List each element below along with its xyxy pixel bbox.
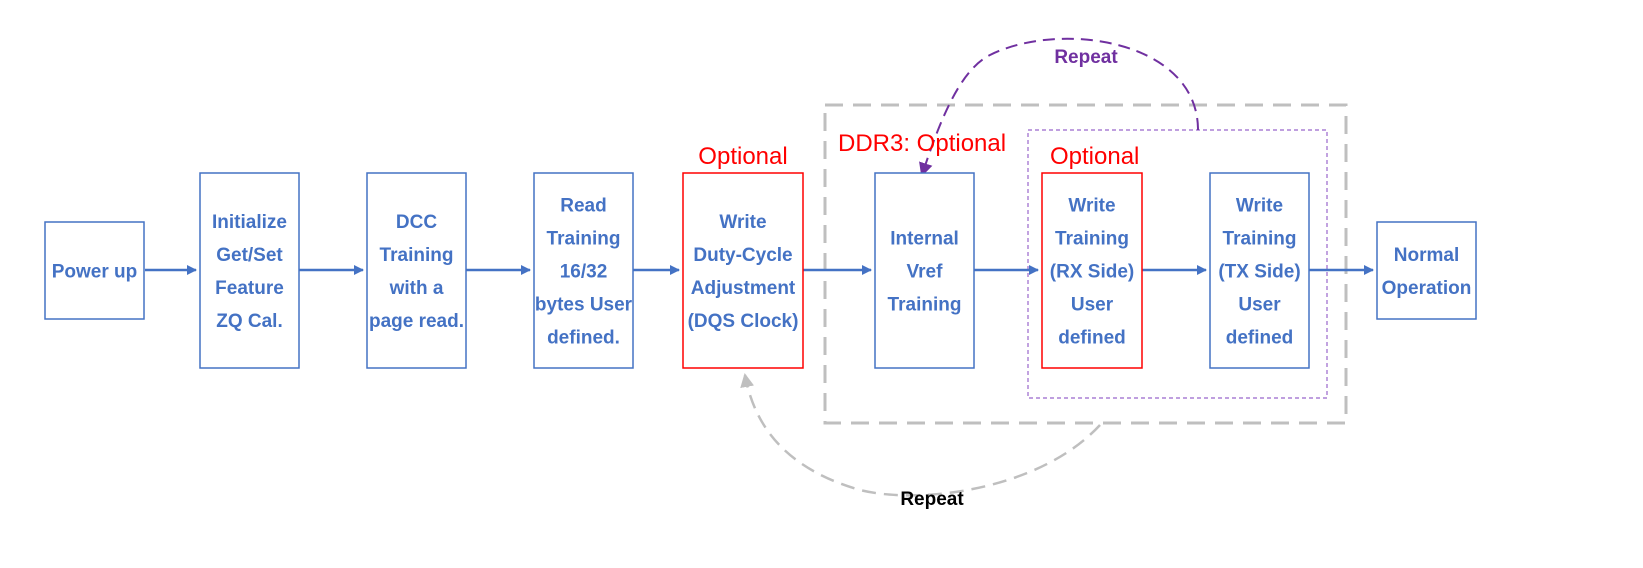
repeat-label-top: Repeat (1054, 47, 1118, 68)
box-line: User (1238, 295, 1281, 316)
box-line: Initialize (212, 212, 287, 233)
box-power-up-text: Power up (52, 262, 138, 283)
ddr3-optional-label: DDR3: Optional (838, 130, 1006, 157)
box-power-up: Power up (44, 221, 145, 320)
box-line: Training (888, 295, 962, 316)
box-line: Power up (52, 262, 138, 283)
box-line: Read (560, 196, 606, 217)
box-line: Normal (1394, 245, 1459, 266)
box-line: defined. (547, 328, 620, 349)
box-line: (DQS Clock) (688, 311, 799, 332)
box-line: defined (1058, 328, 1126, 349)
box-line: Training (1055, 229, 1129, 250)
box-line: ZQ Cal. (216, 311, 283, 332)
box-dcc-training-text: DCC Training with a page read. (369, 212, 464, 332)
box-line: page read. (369, 311, 464, 332)
box-line: (RX Side) (1050, 262, 1134, 283)
optional-label-rx: Optional (1050, 143, 1139, 170)
box-line: 16/32 (560, 262, 608, 283)
box-line: with a (389, 278, 444, 299)
optional-label-duty-cycle: Optional (698, 143, 787, 170)
box-line: (TX Side) (1218, 262, 1300, 283)
box-line: Adjustment (691, 278, 796, 299)
box-line: User (1071, 295, 1114, 316)
box-line: Duty-Cycle (693, 245, 792, 266)
repeat-loop-top-arrow (919, 37, 1199, 177)
ddr3-optional-group (823, 103, 1348, 425)
box-line: defined (1226, 328, 1294, 349)
box-line: bytes User (535, 295, 633, 316)
box-line: Internal (890, 229, 959, 250)
repeat-loop-bottom-arrow (740, 373, 1101, 497)
box-line: Write (719, 212, 766, 233)
box-line: Training (547, 229, 621, 250)
box-line: Vref (907, 262, 944, 283)
write-training-group (1027, 129, 1328, 399)
box-line: DCC (396, 212, 437, 233)
box-dcc-training: DCC Training with a page read. (366, 172, 467, 369)
box-line: Training (1223, 229, 1297, 250)
box-line: Training (380, 245, 454, 266)
box-line: Write (1236, 196, 1283, 217)
box-line: Operation (1382, 278, 1472, 299)
box-line: Get/Set (216, 245, 283, 266)
box-line: Feature (215, 278, 284, 299)
repeat-label-bottom: Repeat (900, 489, 964, 510)
box-line: Write (1068, 196, 1115, 217)
